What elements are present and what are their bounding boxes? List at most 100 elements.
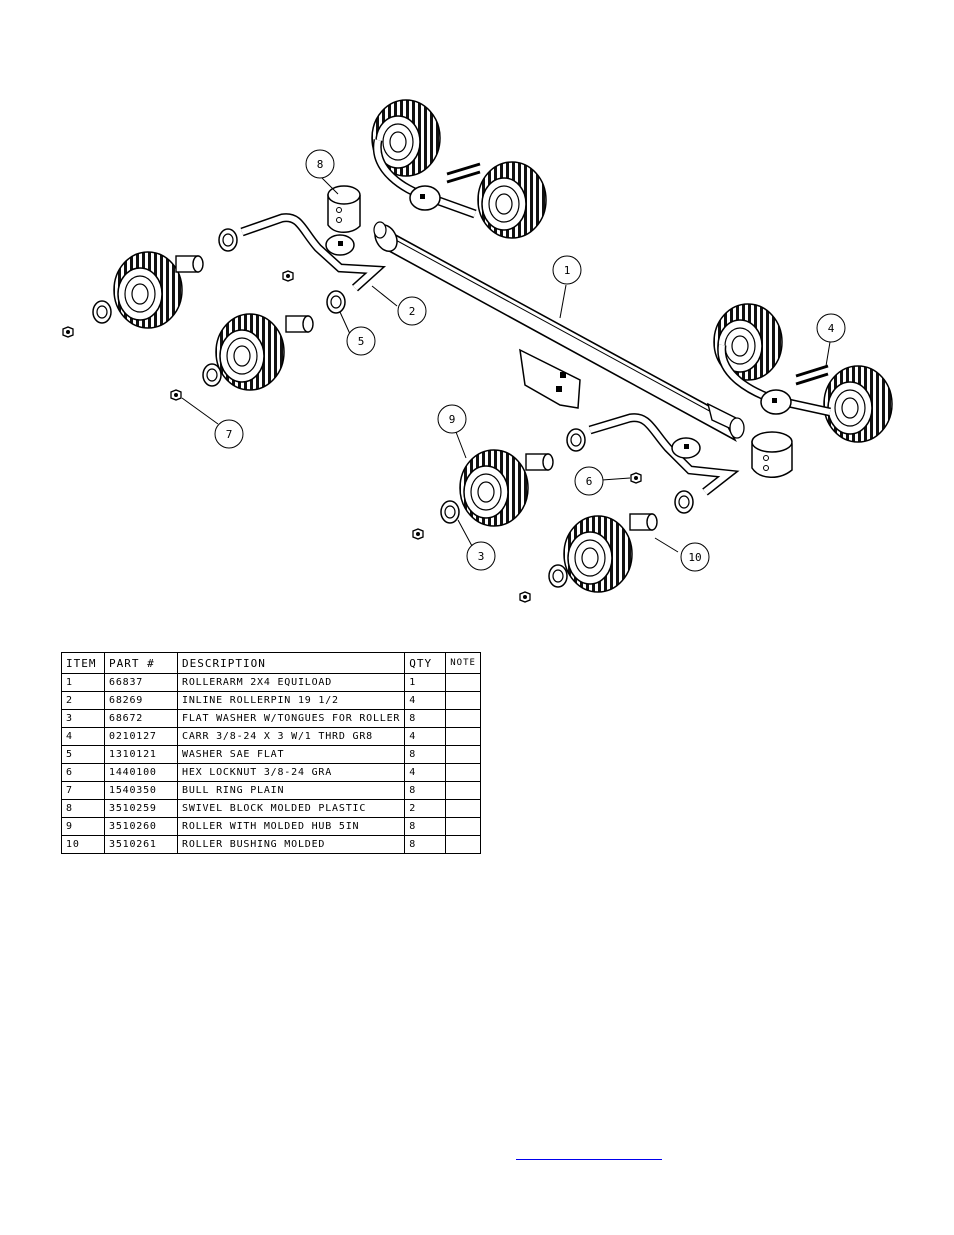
cell-item: 8 — [61, 799, 105, 818]
locknut-left — [282, 270, 294, 282]
bushing-left-lower — [285, 315, 314, 333]
cell-item: 4 — [61, 727, 105, 746]
cell-item: 5 — [61, 745, 105, 764]
table-header-row: ITEM PART # DESCRIPTION QTY NOTE — [61, 652, 481, 674]
cell-qty: 8 — [404, 709, 447, 728]
cell-qty: 4 — [404, 763, 447, 782]
washer-left-3 — [202, 363, 222, 387]
callout-10: 10 — [680, 542, 710, 572]
cell-description: SWIVEL BLOCK MOLDED PLASTIC — [176, 799, 406, 818]
washer-right-2 — [674, 490, 694, 514]
bushing-lower-right — [629, 513, 658, 531]
right-roller-assembly — [713, 303, 893, 443]
cell-part-number: 1310121 — [104, 745, 178, 764]
cell-qty: 4 — [404, 727, 447, 746]
cell-item: 9 — [61, 817, 105, 836]
bushing-left-upper — [175, 255, 204, 273]
cell-item: 7 — [61, 781, 105, 800]
cell-part-number: 3510260 — [104, 817, 178, 836]
rollerpin-left — [240, 213, 387, 292]
cell-description: ROLLER BUSHING MOLDED — [176, 835, 406, 854]
header-qty: QTY — [404, 652, 447, 674]
bull-ring-left-2 — [170, 389, 182, 401]
cell-part-number: 1540350 — [104, 781, 178, 800]
cell-description: CARR 3/8-24 X 3 W/1 THRD GR8 — [176, 727, 406, 746]
cell-item: 10 — [61, 835, 105, 854]
cell-qty: 8 — [404, 835, 447, 854]
cell-part-number: 1440100 — [104, 763, 178, 782]
svg-text:4: 4 — [828, 322, 835, 335]
roller-lower-middle — [459, 449, 529, 527]
callout-2: 2 — [397, 296, 427, 326]
callout-4: 4 — [816, 313, 846, 343]
svg-text:2: 2 — [409, 305, 416, 318]
washer-left-2 — [92, 300, 112, 324]
swivel-block-upper — [327, 185, 361, 233]
cell-item: 3 — [61, 709, 105, 728]
exploded-assembly-drawing: 1 2 3 4 5 6 7 8 9 10 — [62, 99, 893, 603]
cell-note — [445, 799, 481, 818]
svg-text:9: 9 — [449, 413, 456, 426]
footer-link-underline[interactable] — [516, 1158, 662, 1160]
roller-left-upper — [113, 251, 183, 329]
svg-text:6: 6 — [586, 475, 593, 488]
cell-part-number: 66837 — [104, 673, 178, 692]
leader-lines — [181, 177, 831, 553]
cell-description: WASHER SAE FLAT — [176, 745, 406, 764]
washer-left-1 — [218, 228, 238, 252]
svg-text:8: 8 — [317, 158, 324, 171]
svg-text:3: 3 — [478, 550, 485, 563]
cell-part-number: 68672 — [104, 709, 178, 728]
roller-lower-right — [563, 515, 633, 593]
header-description: DESCRIPTION — [176, 652, 406, 674]
cell-note — [445, 691, 481, 710]
washer-left-4 — [326, 290, 346, 314]
bull-ring-right-1 — [412, 528, 424, 540]
cell-note — [445, 835, 481, 854]
cell-description: ROLLER WITH MOLDED HUB 5IN — [176, 817, 406, 836]
washer-right-4 — [548, 564, 568, 588]
svg-text:10: 10 — [688, 551, 701, 564]
cell-note — [445, 673, 481, 692]
svg-text:1: 1 — [564, 264, 571, 277]
callout-3: 3 — [466, 541, 496, 571]
header-part-number: PART # — [104, 652, 178, 674]
callout-7: 7 — [214, 419, 244, 449]
cell-description: INLINE ROLLERPIN 19 1/2 — [176, 691, 406, 710]
washer-right-1 — [566, 428, 586, 452]
callout-9: 9 — [437, 404, 467, 434]
cell-qty: 8 — [404, 745, 447, 764]
cell-qty: 1 — [404, 673, 447, 692]
cell-part-number: 3510261 — [104, 835, 178, 854]
svg-text:5: 5 — [358, 335, 365, 348]
cell-description: FLAT WASHER W/TONGUES FOR ROLLER — [176, 709, 406, 728]
cell-qty: 8 — [404, 781, 447, 800]
cell-note — [445, 763, 481, 782]
cell-description: ROLLERARM 2X4 EQUILOAD — [176, 673, 406, 692]
cell-note — [445, 727, 481, 746]
svg-text:7: 7 — [226, 428, 233, 441]
header-item: ITEM — [61, 652, 105, 674]
cell-note — [445, 817, 481, 836]
cell-note — [445, 709, 481, 728]
cell-part-number: 0210127 — [104, 727, 178, 746]
callout-6: 6 — [574, 466, 604, 496]
bull-ring-right-2 — [519, 591, 531, 603]
locknut-right — [630, 472, 642, 484]
cell-note — [445, 745, 481, 764]
cell-description: HEX LOCKNUT 3/8-24 GRA — [176, 763, 406, 782]
callout-1: 1 — [552, 255, 582, 285]
cell-qty: 4 — [404, 691, 447, 710]
cell-item: 2 — [61, 691, 105, 710]
rollerpin-right — [588, 413, 740, 496]
cell-qty: 8 — [404, 817, 447, 836]
